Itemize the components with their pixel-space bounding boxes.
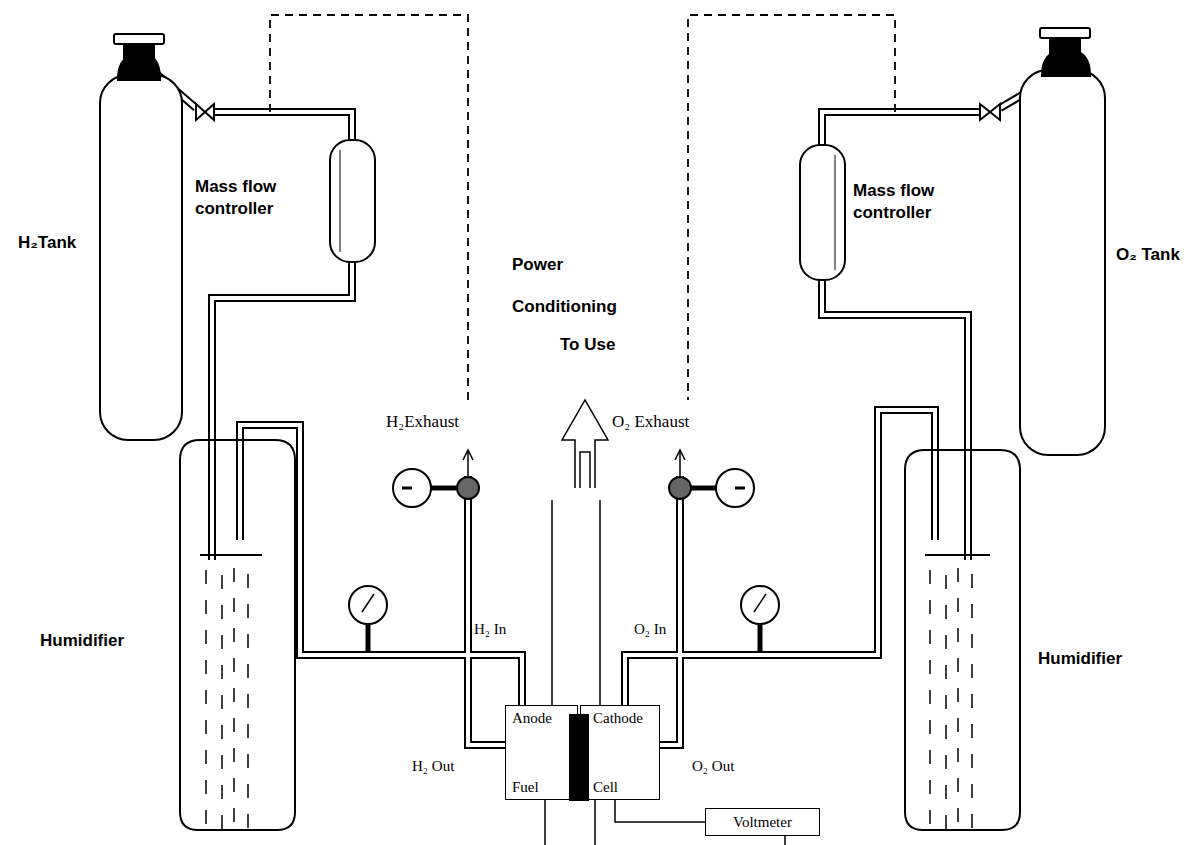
node-text: Fuel <box>512 778 539 796</box>
label: H₂Exhaust <box>386 412 459 432</box>
label: O₂ In <box>634 619 666 639</box>
label: O₂ Exhaust <box>612 412 689 432</box>
node-text: Anode <box>512 709 552 727</box>
label: O₂ Tank <box>1116 244 1180 266</box>
cell-electrode-box: AnodeFuel <box>505 705 578 800</box>
label: H₂Tank <box>18 232 76 254</box>
cell-electrode-box: CathodeCell <box>580 705 660 800</box>
meter-box: Voltmeter <box>705 808 820 836</box>
label: Mass flow controller <box>853 180 968 224</box>
wire <box>615 800 705 822</box>
label: Humidifier <box>40 630 124 652</box>
node-text: Cathode <box>593 709 643 727</box>
label: Mass flow controller <box>195 176 310 220</box>
node-text: Voltmeter <box>733 813 792 831</box>
node-text: Cell <box>593 778 618 796</box>
label: H₂ Out <box>412 756 454 776</box>
label: To Use <box>560 334 615 356</box>
label: H₂ In <box>474 619 506 639</box>
label: Humidifier <box>1038 648 1122 670</box>
label: Power Conditioning <box>512 244 622 328</box>
label: O₂ Out <box>692 756 734 776</box>
